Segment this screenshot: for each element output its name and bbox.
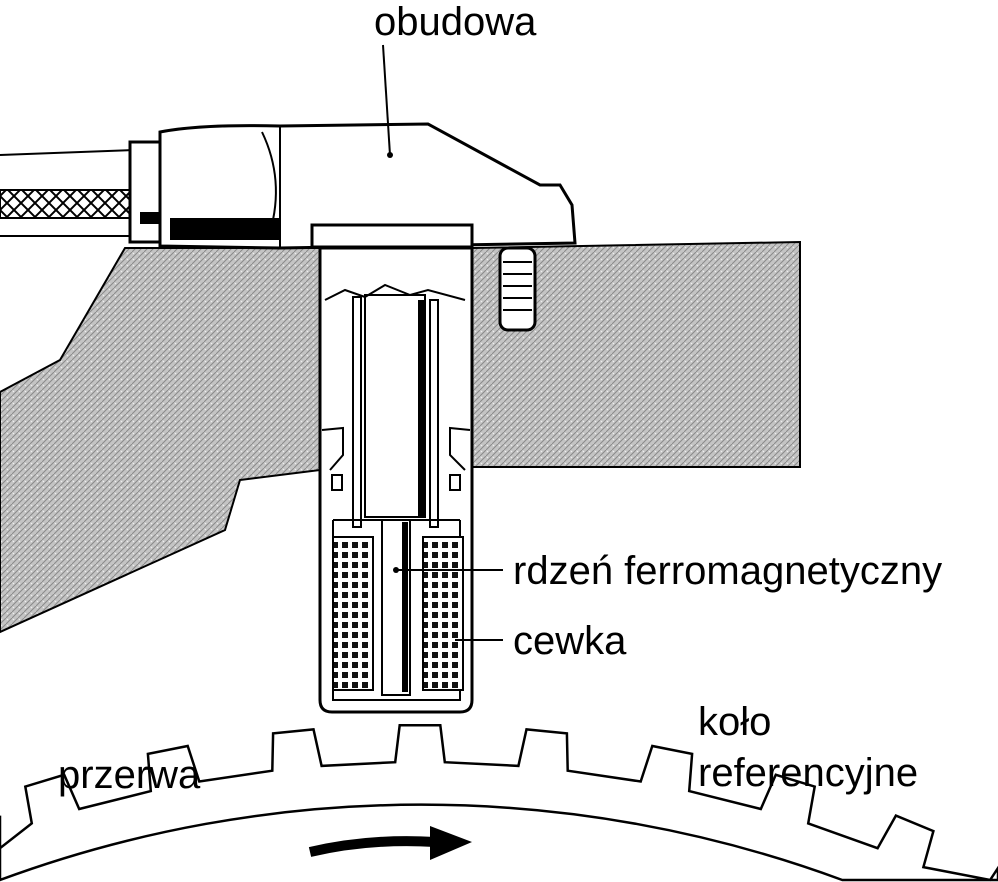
coil-right: [422, 536, 464, 691]
housing: [140, 122, 577, 250]
screw: [498, 246, 537, 332]
rotation-arrow-icon: [308, 826, 472, 860]
label-gap: przerwa: [58, 753, 201, 797]
label-coil: cewka: [513, 619, 627, 663]
housing-leader-line: [382, 44, 391, 156]
label-housing: obudowa: [374, 0, 537, 44]
label-wheel-line1: koło: [698, 700, 771, 744]
ferromagnetic-core: [381, 519, 411, 696]
label-wheel-line2: referencyjne: [698, 751, 918, 795]
coil-left: [332, 536, 374, 691]
reference-wheel: [0, 723, 998, 882]
label-core: rdzeń ferromagnetyczny: [513, 549, 942, 593]
cable: [0, 140, 162, 244]
